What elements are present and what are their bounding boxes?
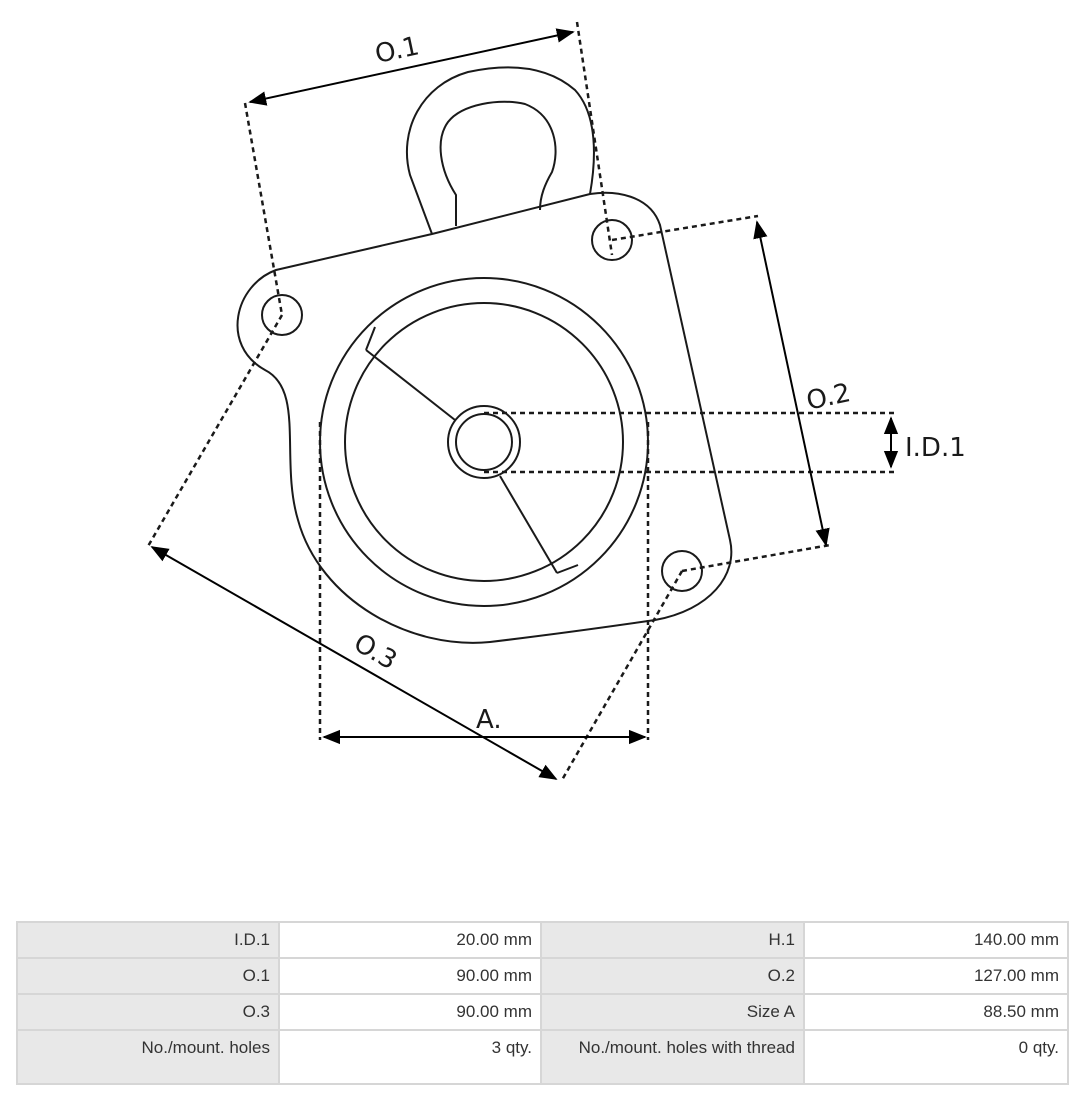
mount-hole-left [261, 294, 303, 336]
spec-key: O.2 [540, 957, 805, 995]
spec-value: 140.00 mm [803, 921, 1069, 959]
housing-outer-ring [319, 277, 649, 607]
spec-value: 0 qty. [803, 1029, 1069, 1085]
flange-outline [236, 191, 733, 644]
spec-key: No./mount. holes with thread [540, 1029, 805, 1085]
bushing-inner [455, 413, 513, 471]
spec-key: O.3 [16, 993, 280, 1031]
table-row: I.D.1 20.00 mm H.1 140.00 mm [16, 921, 1069, 959]
label-o2: O.2 [804, 378, 853, 417]
spec-key: H.1 [540, 921, 805, 959]
housing-inner-ring [344, 302, 624, 582]
spec-key: No./mount. holes [16, 1029, 280, 1085]
spec-key: I.D.1 [16, 921, 280, 959]
spec-key: O.1 [16, 957, 280, 995]
terminal-loop-outer [405, 66, 595, 235]
label-o1: O.1 [372, 31, 421, 70]
table-row: O.3 90.00 mm Size A 88.50 mm [16, 993, 1069, 1031]
label-id1: I.D.1 [905, 433, 966, 463]
spec-value: 90.00 mm [278, 993, 542, 1031]
spec-key: Size A [540, 993, 805, 1031]
table-row: O.1 90.00 mm O.2 127.00 mm [16, 957, 1069, 995]
table-row: No./mount. holes 3 qty. No./mount. holes… [16, 1029, 1069, 1085]
bushing-outer [447, 405, 521, 479]
spec-value: 88.50 mm [803, 993, 1069, 1031]
label-o3: O.3 [348, 628, 401, 676]
mount-hole-top-right [591, 219, 633, 261]
flange-drawing: O.1 O.2 O.3 I.D.1 A. [145, 21, 966, 781]
mount-hole-bottom-right [661, 550, 703, 592]
spec-table: I.D.1 20.00 mm H.1 140.00 mm O.1 90.00 m… [16, 921, 1069, 1085]
spec-value: 20.00 mm [278, 921, 542, 959]
label-size-a: A. [476, 705, 502, 735]
spec-value: 127.00 mm [803, 957, 1069, 995]
spec-value: 3 qty. [278, 1029, 542, 1085]
spec-value: 90.00 mm [278, 957, 542, 995]
